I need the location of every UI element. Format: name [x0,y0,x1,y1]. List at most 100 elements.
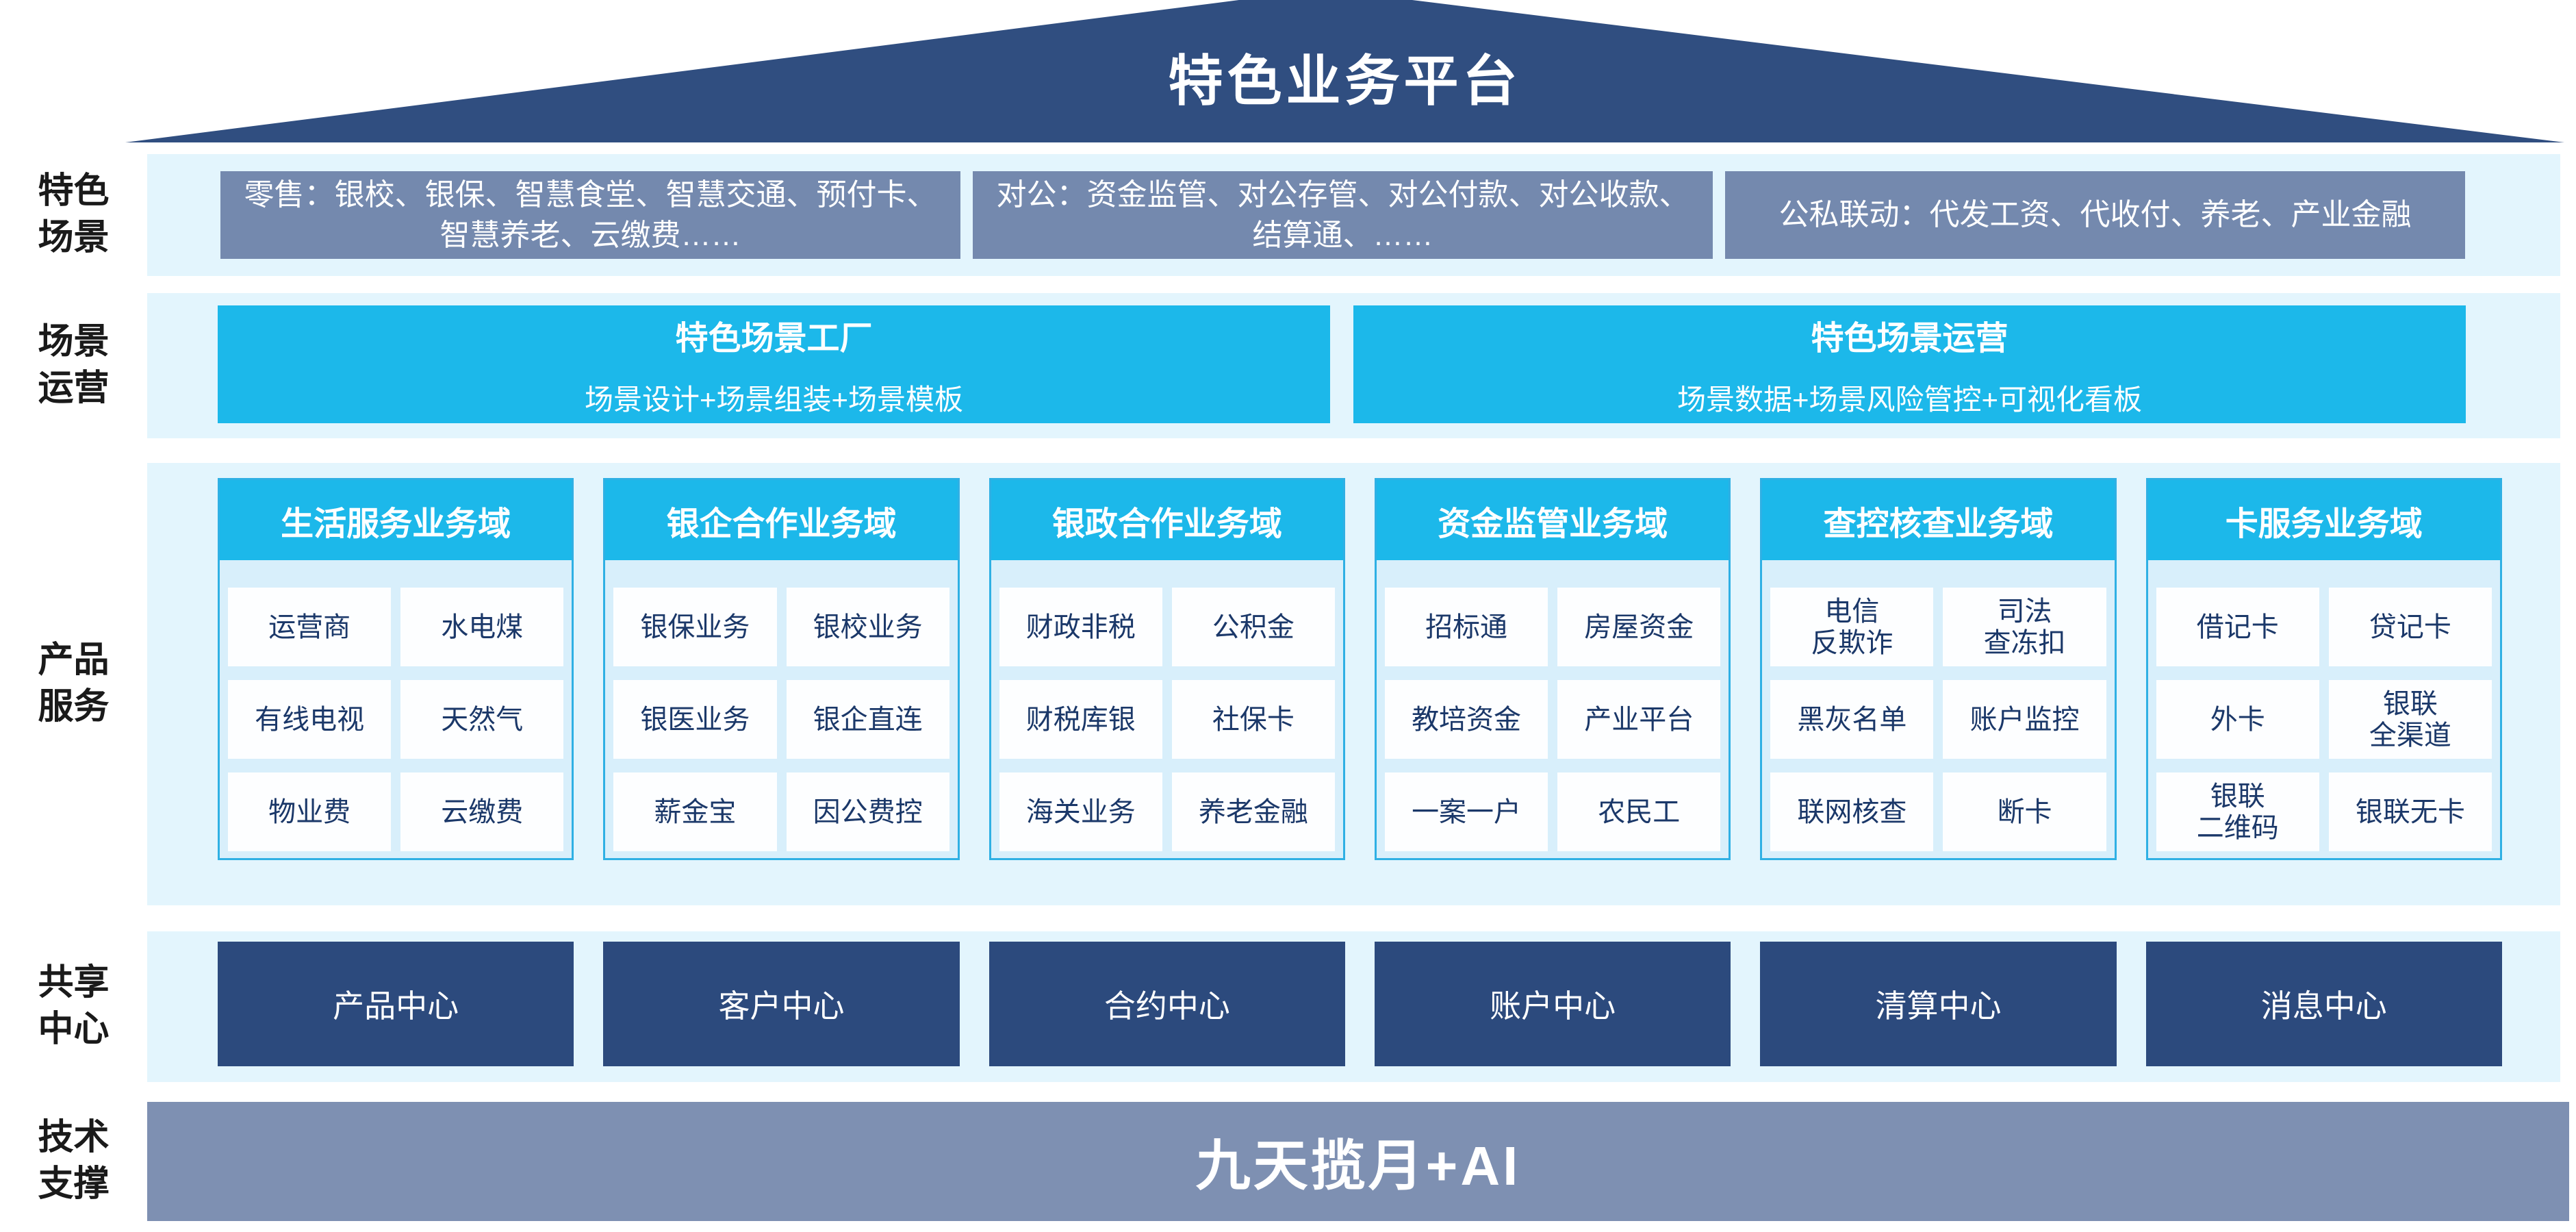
platform-roof: 特色业务平台 [125,0,2564,142]
product-column-header: 资金监管业务域 [1376,480,1729,560]
cell-row: 财政非税 公积金 [999,588,1335,666]
product-cell: 银企直连 [786,680,949,759]
product-cell: 贷记卡 [2328,588,2492,666]
product-cell: 养老金融 [1171,772,1335,851]
product-cell: 天然气 [400,680,564,759]
product-cell: 农民工 [1557,772,1721,851]
product-column-body: 电信 反欺诈 司法 查冻扣 黑灰名单 账户监控 联网核查 断卡 [1762,560,2114,858]
cell-row: 运营商 水电煤 [228,588,564,666]
product-cell: 财政非税 [999,588,1162,666]
product-column-header: 银政合作业务域 [991,480,1343,560]
side-label-centers: 共享 中心 [38,963,110,1049]
band-tech-support: 九天揽月+AI [147,1102,2569,1221]
scene-factory-subtitle: 场景设计+场景组装+场景模板 [584,383,964,416]
product-cell: 银校业务 [786,588,949,666]
product-cell: 教培资金 [1384,680,1548,759]
product-cell: 联网核查 [1770,772,1934,851]
product-column-life-service: 生活服务业务域 运营商 水电煤 有线电视 天然气 物业费 云缴费 [218,478,574,860]
product-cell: 借记卡 [2156,588,2319,666]
cell-row: 银联 二维码 银联无卡 [2156,772,2492,851]
tech-platform-title: 九天揽月+AI [1195,1135,1521,1196]
scene-factory-title: 特色场景工厂 [675,320,873,357]
product-column-card-service: 卡服务业务域 借记卡 贷记卡 外卡 银联 全渠道 银联 二维码 银联无卡 [2145,478,2502,860]
product-cell: 海关业务 [999,772,1162,851]
scene-operation-box: 特色场景运营 场景数据+场景风险管控+可视化看板 [1353,305,2466,423]
cell-row: 电信 反欺诈 司法 查冻扣 [1770,588,2106,666]
product-cell: 银联 全渠道 [2328,680,2492,759]
product-cell: 电信 反欺诈 [1770,588,1934,666]
products-grid: 生活服务业务域 运营商 水电煤 有线电视 天然气 物业费 云缴费 [218,478,2502,860]
product-column-inquiry-verification: 查控核查业务域 电信 反欺诈 司法 查冻扣 黑灰名单 账户监控 联网核查 断卡 [1760,478,2117,860]
cell-row: 海关业务 养老金融 [999,772,1335,851]
cell-row: 借记卡 贷记卡 [2156,588,2492,666]
cell-row: 有线电视 天然气 [228,680,564,759]
scene-operation-title: 特色场景运营 [1811,320,2008,357]
center-box-contract: 合约中心 [989,942,1345,1066]
side-label-products: 产品 服务 [38,640,110,727]
product-column-fund-supervision: 资金监管业务域 招标通 房屋资金 教培资金 产业平台 一案一户 农民工 [1374,478,1731,860]
band-operations: 特色场景工厂 场景设计+场景组装+场景模板 特色场景运营 场景数据+场景风险管控… [147,293,2560,438]
cell-row: 黑灰名单 账户监控 [1770,680,2106,759]
product-cell: 物业费 [228,772,392,851]
band-scenes: 零售：银校、银保、智慧食堂、智慧交通、预付卡、智慧养老、云缴费…… 对公：资金监… [147,154,2560,276]
side-label-scenes: 特色 场景 [38,171,110,257]
product-cell: 招标通 [1384,588,1548,666]
product-cell: 财税库银 [999,680,1162,759]
center-box-clearing: 清算中心 [1760,942,2117,1066]
cell-row: 外卡 银联 全渠道 [2156,680,2492,759]
product-column-header: 生活服务业务域 [220,480,572,560]
product-cell: 公积金 [1171,588,1335,666]
product-cell: 运营商 [228,588,392,666]
operations-row: 特色场景工厂 场景设计+场景组装+场景模板 特色场景运营 场景数据+场景风险管控… [218,305,2466,423]
product-column-body: 财政非税 公积金 财税库银 社保卡 海关业务 养老金融 [991,560,1343,858]
product-column-body: 借记卡 贷记卡 外卡 银联 全渠道 银联 二维码 银联无卡 [2148,560,2500,858]
cell-row: 财税库银 社保卡 [999,680,1335,759]
cell-row: 一案一户 农民工 [1384,772,1721,851]
product-column-body: 银保业务 银校业务 银医业务 银企直连 薪金宝 因公费控 [605,560,957,858]
cell-row: 银保业务 银校业务 [613,588,949,666]
side-label-operations: 场景 运营 [38,322,110,408]
scenes-row: 零售：银校、银保、智慧食堂、智慧交通、预付卡、智慧养老、云缴费…… 对公：资金监… [220,171,2465,259]
product-cell: 水电煤 [400,588,564,666]
center-box-customer: 客户中心 [603,942,960,1066]
centers-row: 产品中心 客户中心 合约中心 账户中心 清算中心 消息中心 [218,942,2502,1066]
product-cell: 账户监控 [1943,680,2106,759]
product-cell: 产业平台 [1557,680,1721,759]
center-box-message: 消息中心 [2145,942,2502,1066]
band-shared-centers: 产品中心 客户中心 合约中心 账户中心 清算中心 消息中心 [147,931,2560,1082]
product-column-body: 运营商 水电煤 有线电视 天然气 物业费 云缴费 [220,560,572,858]
product-cell: 房屋资金 [1557,588,1721,666]
cell-row: 招标通 房屋资金 [1384,588,1721,666]
scene-operation-subtitle: 场景数据+场景风险管控+可视化看板 [1676,383,2143,416]
product-cell: 断卡 [1943,772,2106,851]
product-cell: 银联无卡 [2328,772,2492,851]
center-box-product: 产品中心 [218,942,574,1066]
product-column-header: 银企合作业务域 [605,480,958,560]
product-cell: 薪金宝 [613,772,777,851]
product-cell: 银联 二维码 [2156,772,2319,851]
product-cell: 黑灰名单 [1770,680,1934,759]
product-column-bank-government: 银政合作业务域 财政非税 公积金 财税库银 社保卡 海关业务 养老金融 [989,478,1345,860]
scene-factory-box: 特色场景工厂 场景设计+场景组装+场景模板 [218,305,1330,423]
product-cell: 云缴费 [400,772,564,851]
scene-box-retail: 零售：银校、银保、智慧食堂、智慧交通、预付卡、智慧养老、云缴费…… [220,171,960,259]
product-column-bank-enterprise: 银企合作业务域 银保业务 银校业务 银医业务 银企直连 薪金宝 因公费控 [603,478,960,860]
product-column-body: 招标通 房屋资金 教培资金 产业平台 一案一户 农民工 [1377,560,1729,858]
scene-box-linkage: 公私联动：代发工资、代收付、养老、产业金融 [1725,171,2465,259]
product-cell: 银医业务 [613,680,777,759]
side-label-tech: 技术 支撑 [38,1118,110,1204]
cell-row: 物业费 云缴费 [228,772,564,851]
cell-row: 教培资金 产业平台 [1384,680,1721,759]
product-cell: 外卡 [2156,680,2319,759]
product-cell: 司法 查冻扣 [1943,588,2106,666]
product-column-header: 卡服务业务域 [2147,480,2500,560]
cell-row: 银医业务 银企直连 [613,680,949,759]
platform-title: 特色业务平台 [1168,51,1522,112]
product-column-header: 查控核查业务域 [1762,480,2115,560]
product-cell: 银保业务 [613,588,777,666]
cell-row: 薪金宝 因公费控 [613,772,949,851]
product-cell: 社保卡 [1171,680,1335,759]
product-cell: 有线电视 [228,680,392,759]
product-cell: 因公费控 [786,772,949,851]
